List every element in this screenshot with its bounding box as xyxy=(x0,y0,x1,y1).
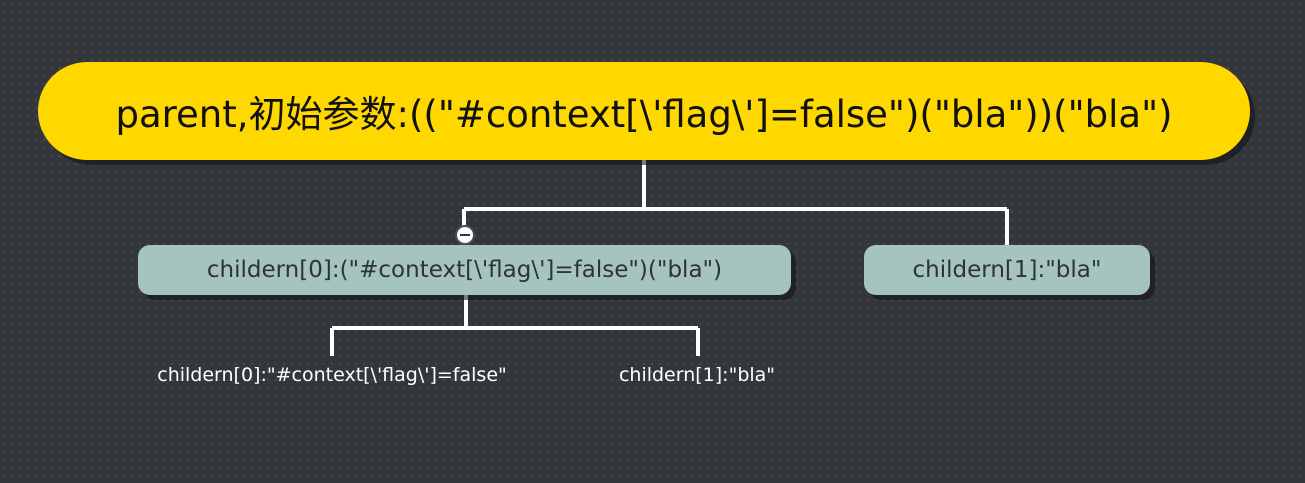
child-node-0[interactable]: childern[0]:("#context[\'flag\']=false")… xyxy=(138,245,791,295)
minus-circle-icon[interactable] xyxy=(455,225,475,245)
root-node[interactable]: parent,初始参数:(("#context[\'flag\']=false"… xyxy=(38,62,1250,160)
leaf-node-1[interactable]: childern[1]:"bla" xyxy=(618,364,776,386)
child-node-1[interactable]: childern[1]:"bla" xyxy=(864,245,1150,295)
leaf-node-0[interactable]: childern[0]:"#context[\'flag\']=false" xyxy=(157,364,507,386)
minus-bar xyxy=(460,234,470,236)
